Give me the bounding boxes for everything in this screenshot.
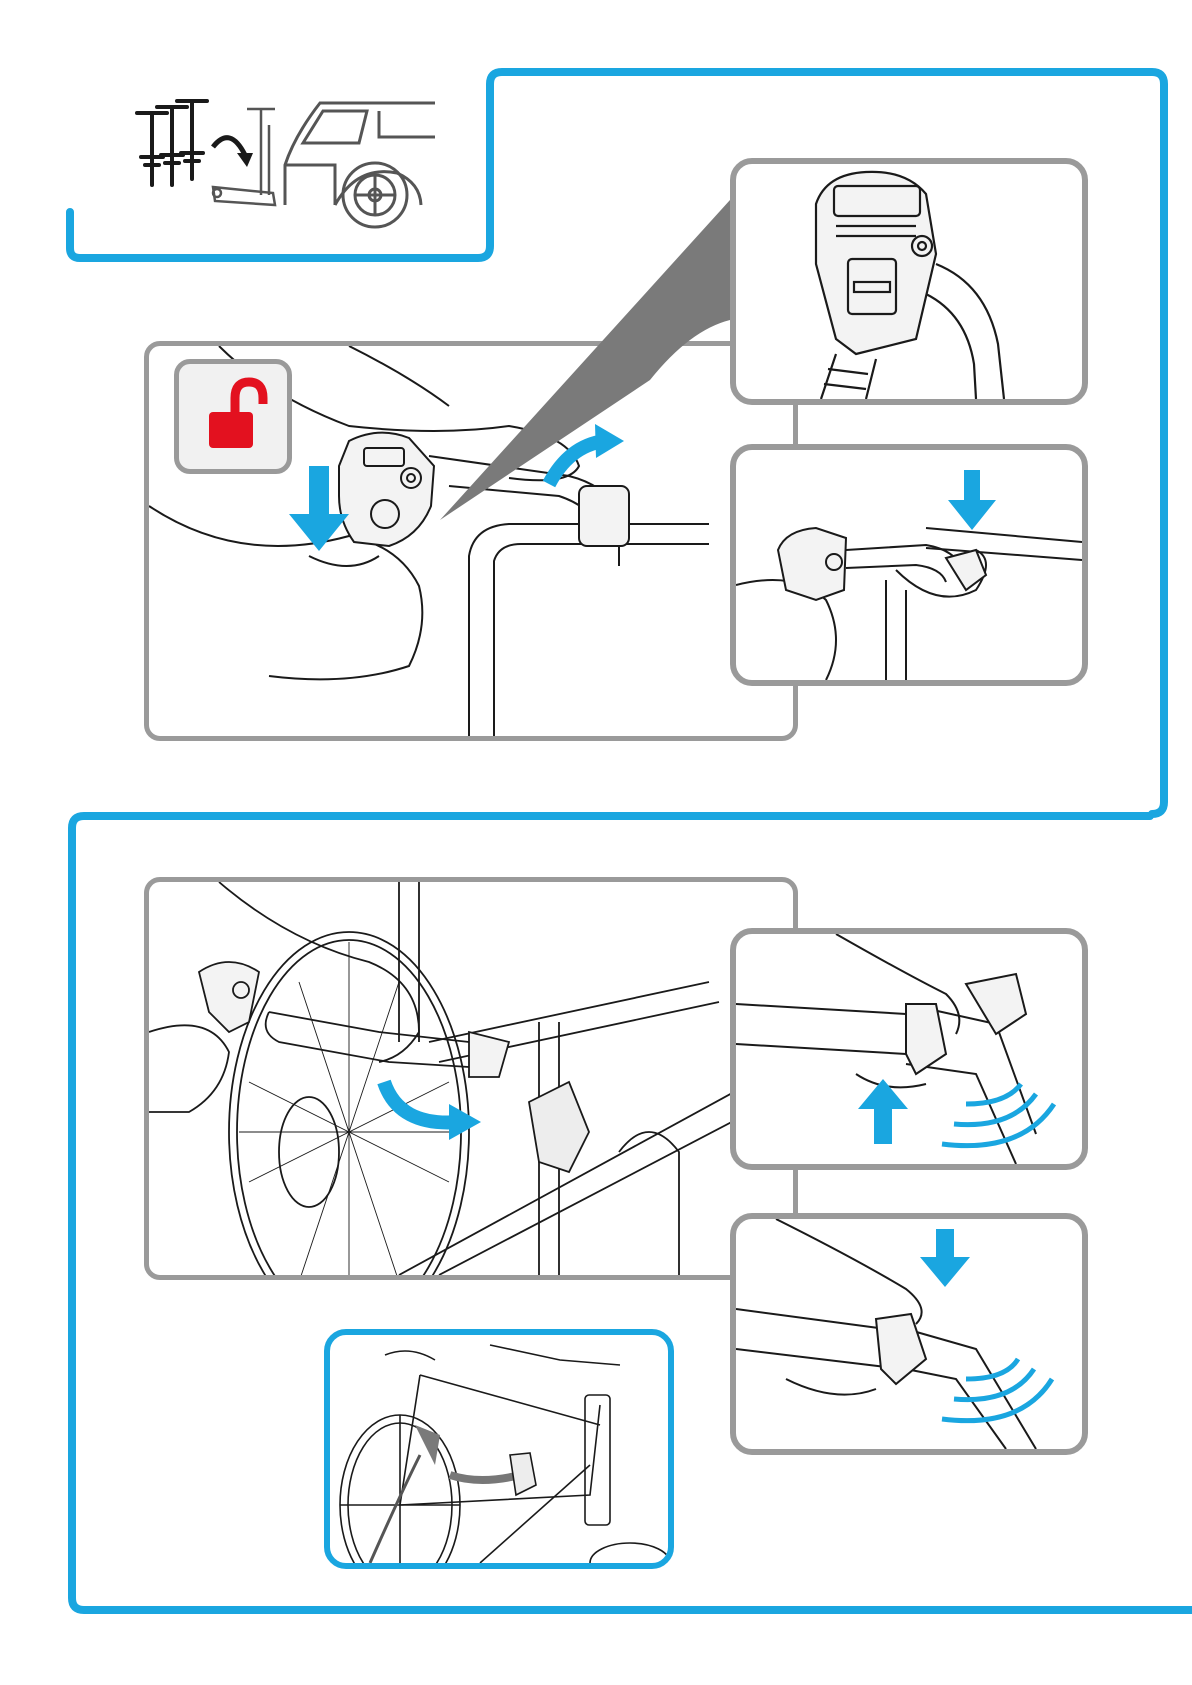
click-sound-icon bbox=[942, 1359, 1052, 1421]
unlock-icon bbox=[179, 364, 287, 469]
click-sound-icon bbox=[942, 1084, 1054, 1146]
mounted-bike-result-panel bbox=[324, 1329, 674, 1569]
rack-to-car-icon bbox=[135, 95, 445, 235]
up-arrow-icon bbox=[858, 1079, 908, 1144]
curve-arrow-icon bbox=[384, 1082, 459, 1123]
mount-bike-panel bbox=[144, 877, 798, 1280]
down-arrow-icon bbox=[920, 1229, 970, 1287]
callout-wedge bbox=[430, 180, 740, 530]
click-down-panel bbox=[730, 1213, 1088, 1455]
press-arm-panel bbox=[730, 444, 1088, 686]
click-up-panel bbox=[730, 928, 1088, 1170]
down-arrow-icon bbox=[948, 470, 996, 530]
unlock-badge bbox=[174, 359, 292, 474]
cradle-detail-panel bbox=[730, 158, 1088, 405]
